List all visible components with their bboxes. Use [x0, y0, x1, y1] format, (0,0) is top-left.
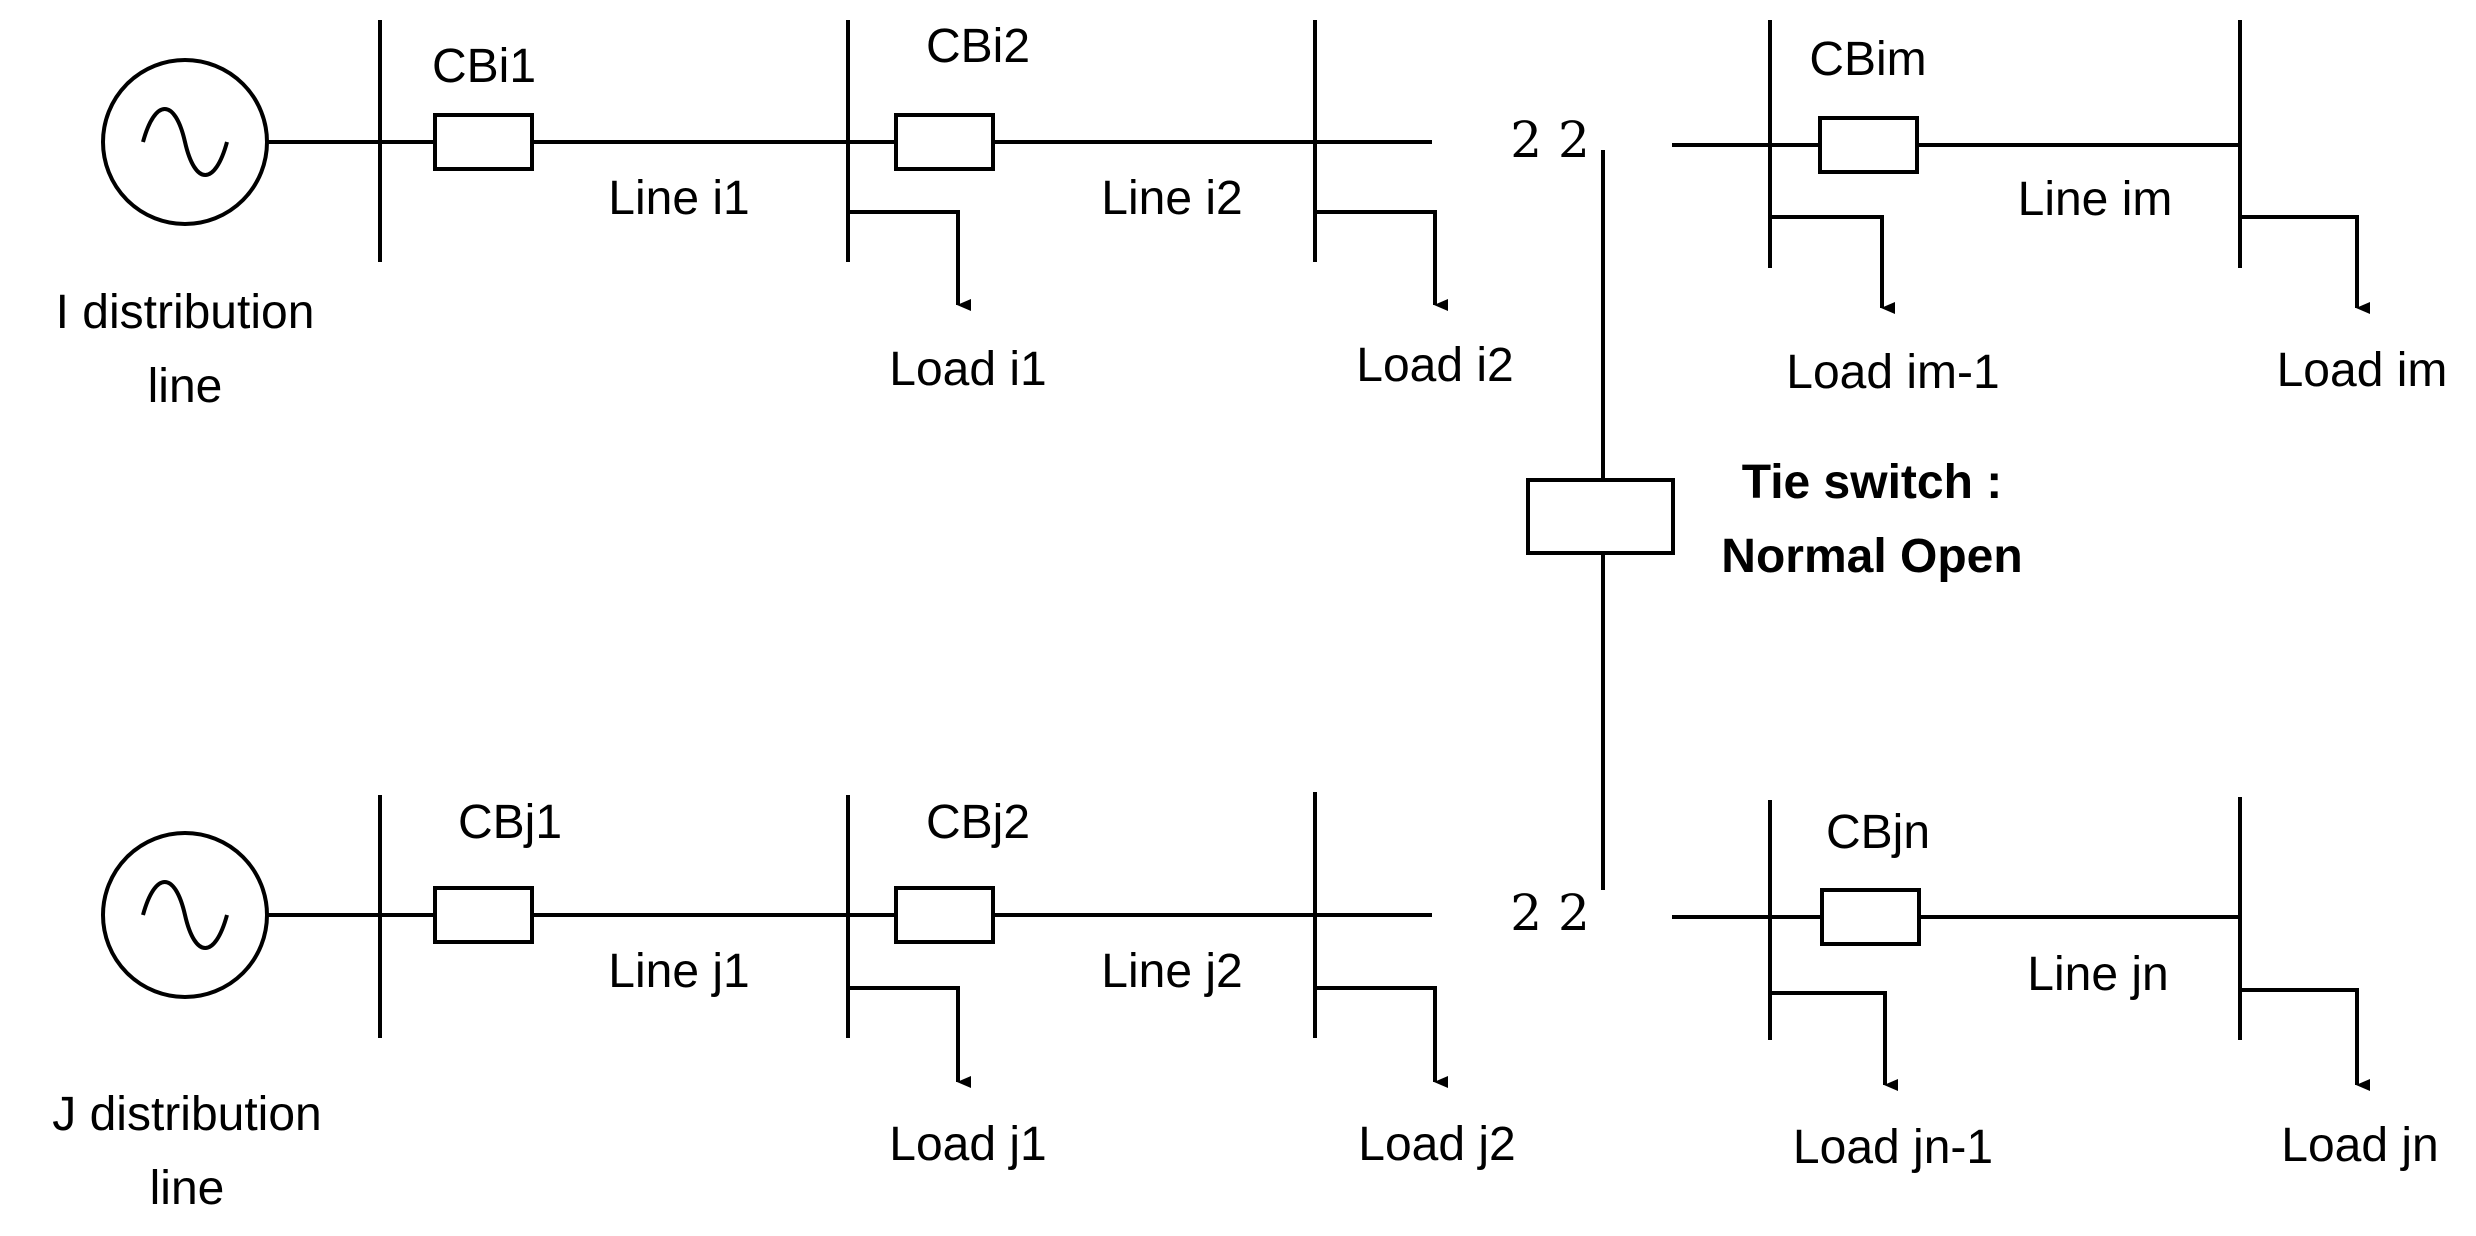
label-cbj1: CBj1 — [458, 796, 562, 849]
label-line-jn: Line jn — [2027, 948, 2168, 1001]
breaker-cbj2 — [894, 886, 995, 944]
label-line-i1: Line i1 — [608, 172, 749, 225]
label-line-j2: Line j2 — [1101, 945, 1242, 998]
label-line-j1: Line j1 — [608, 945, 749, 998]
tie-switch-group: Tie switch : Normal Open — [1526, 150, 2023, 890]
label-i-source-1: I distribution — [56, 286, 315, 339]
feeder-j-labels: J distribution line CBj1 CBj2 CBjn Line … — [52, 796, 2438, 1215]
tie-switch-label-2: Normal Open — [1721, 530, 2022, 583]
label-cbjn: CBjn — [1826, 806, 1930, 859]
label-cbj2: CBj2 — [926, 796, 1030, 849]
load-branch-jn — [2240, 988, 2370, 1091]
label-load-jn: Load jn — [2281, 1119, 2438, 1172]
label-load-im: Load im — [2277, 344, 2448, 397]
label-line-i2: Line i2 — [1101, 172, 1242, 225]
tie-switch — [1526, 478, 1675, 555]
continuation-mark-j: 2 2 — [1510, 884, 1590, 942]
feeder-i-labels: I distribution line CBi1 CBi2 CBim Line … — [56, 20, 2448, 413]
label-load-j1: Load j1 — [889, 1118, 1046, 1171]
breaker-cbjn — [1820, 888, 1921, 946]
label-load-im1: Load im-1 — [1786, 346, 1999, 399]
label-cbi1: CBi1 — [432, 40, 536, 93]
label-load-i2: Load i2 — [1356, 339, 1513, 392]
load-branch-j2 — [1315, 986, 1448, 1088]
sine-icon — [141, 880, 229, 950]
label-cbi2: CBi2 — [926, 20, 1030, 73]
label-j-source-1: J distribution — [52, 1088, 321, 1141]
label-line-im: Line im — [2018, 173, 2173, 226]
breaker-cbim — [1818, 116, 1919, 174]
label-i-source-2: line — [148, 360, 223, 413]
label-j-source-2: line — [150, 1162, 225, 1215]
label-load-jn1: Load jn-1 — [1793, 1121, 1993, 1174]
load-branch-i1 — [848, 210, 971, 311]
breaker-cbj1 — [433, 886, 534, 944]
feeder-i — [101, 20, 2370, 314]
load-branch-im1 — [1770, 215, 1895, 314]
label-load-j2: Load j2 — [1358, 1118, 1515, 1171]
load-branch-jn1 — [1770, 991, 1898, 1091]
load-branch-i2 — [1315, 210, 1448, 311]
breaker-cbi2 — [894, 113, 995, 171]
tie-switch-label-1: Tie switch : — [1742, 456, 2003, 509]
sine-icon — [141, 107, 229, 177]
label-load-i1: Load i1 — [889, 343, 1046, 396]
label-cbim: CBim — [1809, 33, 1926, 86]
continuation-mark-i: 2 2 — [1510, 111, 1590, 169]
breaker-cbi1 — [433, 113, 534, 171]
feeder-j — [101, 792, 2370, 1091]
load-branch-j1 — [848, 986, 971, 1088]
load-branch-im — [2240, 215, 2370, 314]
